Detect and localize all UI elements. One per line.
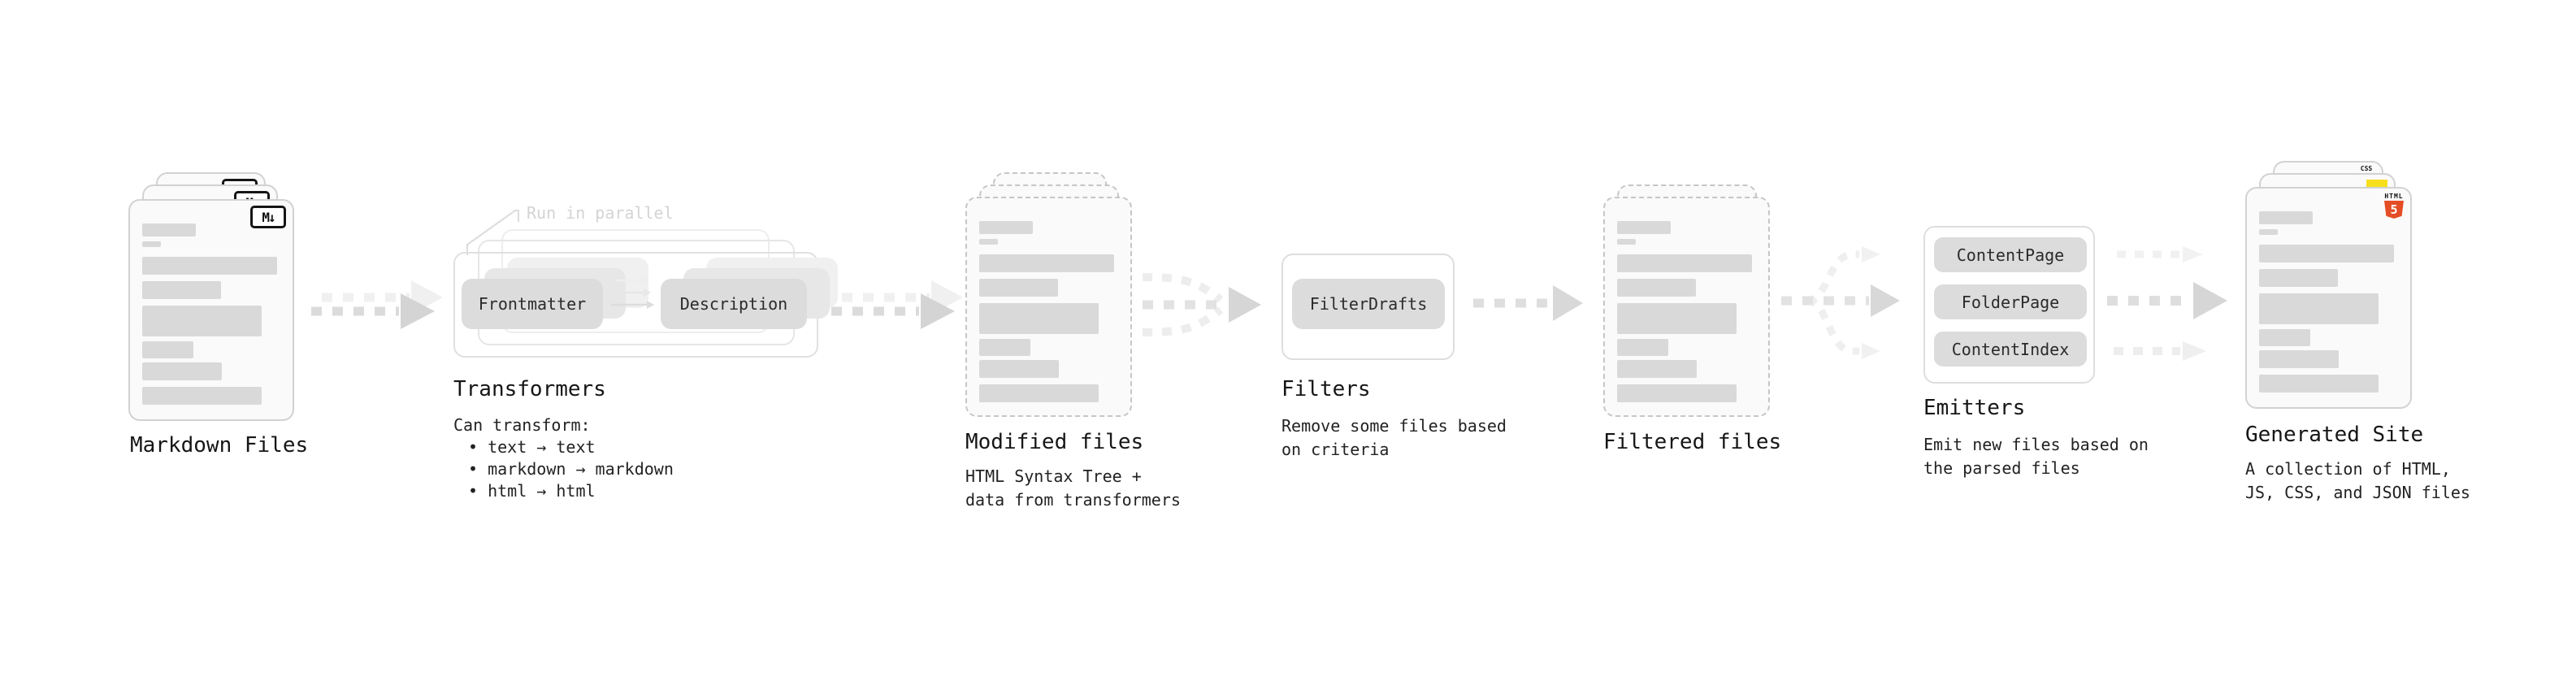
html5-badge-icon: HTML 5 (2383, 193, 2405, 219)
generated-site-label: Generated Site (2245, 423, 2424, 447)
content-bar (142, 306, 262, 336)
flow-arrow-fork-icon (1781, 246, 1900, 359)
content-bar (979, 279, 1058, 297)
stage-transformers: Run in parallel Frontmatter Description … (452, 193, 838, 502)
content-bar (979, 221, 1033, 234)
transformers-description: Can transform: • text → text • markdown … (453, 414, 674, 502)
content-bar (2259, 245, 2394, 262)
emitters-label: Emitters (1923, 396, 2026, 420)
content-bar (1617, 239, 1636, 245)
content-bar (142, 341, 193, 358)
content-bar (2259, 329, 2310, 346)
emitter-node-contentindex: ContentIndex (1934, 332, 2087, 367)
content-bar (1617, 254, 1752, 272)
content-bar (1617, 384, 1737, 402)
html5-shield: 5 (2384, 201, 2404, 219)
content-bar (142, 387, 262, 405)
content-bar (2259, 269, 2338, 287)
content-bar (979, 360, 1059, 378)
content-bar (2259, 211, 2313, 224)
content-bar (2259, 350, 2339, 368)
flow-arrow-filters-to-filtered-icon (1473, 285, 1583, 321)
desc-line: HTML Syntax Tree + (965, 466, 1142, 486)
file-content-bars (2259, 211, 2400, 393)
run-in-parallel-annotation: Run in parallel (527, 203, 674, 223)
desc-line: on criteria (1281, 440, 1390, 459)
markdown-files-label: Markdown Files (130, 433, 309, 458)
stage-filtered-files: Filtered files (1602, 171, 1829, 463)
filters-description: Remove some files based on criteria (1281, 414, 1507, 462)
desc-line: • html → html (468, 481, 596, 501)
content-bar (979, 303, 1099, 334)
flow-arrow-markdown-to-transformers-icon (311, 280, 443, 329)
desc-line: Remove some files based (1281, 416, 1507, 436)
content-bar (979, 239, 998, 245)
markdown-icon: M↓ (250, 206, 286, 228)
desc-line: the parsed files (1923, 458, 2080, 478)
content-bar (979, 339, 1030, 356)
content-bar (979, 384, 1099, 402)
filtered-file-card-front (1603, 197, 1770, 417)
content-bar (1617, 303, 1737, 334)
stage-markdown-files: M↓ M↓ M↓ Markdown Files (127, 171, 354, 488)
modified-files-label: Modified files (965, 430, 1144, 454)
generated-file-card-html: HTML 5 (2245, 187, 2412, 409)
content-bar (1617, 279, 1696, 297)
content-bar (2259, 229, 2278, 235)
content-bar (1617, 221, 1671, 234)
content-bar (142, 257, 277, 275)
stage-generated-site: CSS HTML 5 Generated Site A collection o… (2244, 159, 2487, 502)
flow-arrow-merge-icon (1142, 273, 1261, 336)
content-bar (1617, 339, 1668, 356)
emitter-node-folderpage: FolderPage (1934, 284, 2087, 319)
filter-node-filterdrafts: FilterDrafts (1292, 279, 1445, 329)
content-bar (142, 241, 161, 247)
desc-line: A collection of HTML, (2245, 459, 2451, 479)
html5-badge-text: HTML (2384, 193, 2404, 200)
content-bar (2259, 375, 2379, 393)
html5-number: 5 (2390, 202, 2398, 217)
desc-line: • markdown → markdown (468, 459, 674, 479)
desc-line: Can transform: (453, 415, 591, 435)
file-content-bars (142, 223, 283, 405)
file-content-bars (979, 221, 1121, 402)
content-bar (979, 254, 1114, 272)
emitters-description: Emit new files based on the parsed files (1923, 433, 2149, 480)
desc-line: Emit new files based on (1923, 435, 2149, 454)
emitters-frame (1923, 226, 2095, 384)
parallel-arrows-icon (611, 276, 654, 309)
transformer-node-frontmatter: Frontmatter (462, 279, 603, 329)
stage-filters: FilterDrafts Filters Remove some files b… (1280, 252, 1524, 479)
flow-arrow-emitters-to-site-icon (2107, 246, 2227, 361)
desc-line: data from transformers (965, 490, 1181, 510)
flow-arrow-transformers-to-modified-icon (831, 280, 963, 329)
generated-site-description: A collection of HTML, JS, CSS, and JSON … (2245, 458, 2470, 505)
annotation-leader-line (466, 210, 519, 255)
stage-emitters: ContentPage FolderPage ContentIndex Emit… (1922, 224, 2174, 478)
stage-modified-files: Modified files HTML Syntax Tree + data f… (964, 171, 1208, 510)
filtered-files-label: Filtered files (1603, 430, 1782, 454)
emitter-node-contentpage: ContentPage (1934, 237, 2087, 272)
filters-label: Filters (1281, 377, 1371, 401)
file-content-bars (1617, 221, 1759, 402)
filters-frame (1281, 254, 1455, 360)
transformers-label: Transformers (453, 377, 606, 401)
content-bar (142, 281, 221, 299)
content-bar (142, 223, 196, 236)
markdown-file-card-front: M↓ (128, 199, 294, 421)
css-badge-text: CSS (2360, 165, 2373, 172)
content-bar (142, 362, 222, 380)
modified-files-description: HTML Syntax Tree + data from transformer… (965, 465, 1181, 512)
content-bar (2259, 293, 2379, 324)
desc-line: JS, CSS, and JSON files (2245, 483, 2470, 502)
modified-file-card-front (965, 197, 1132, 417)
desc-line: • text → text (468, 437, 596, 457)
transformer-node-description: Description (661, 279, 807, 329)
content-bar (1617, 360, 1697, 378)
